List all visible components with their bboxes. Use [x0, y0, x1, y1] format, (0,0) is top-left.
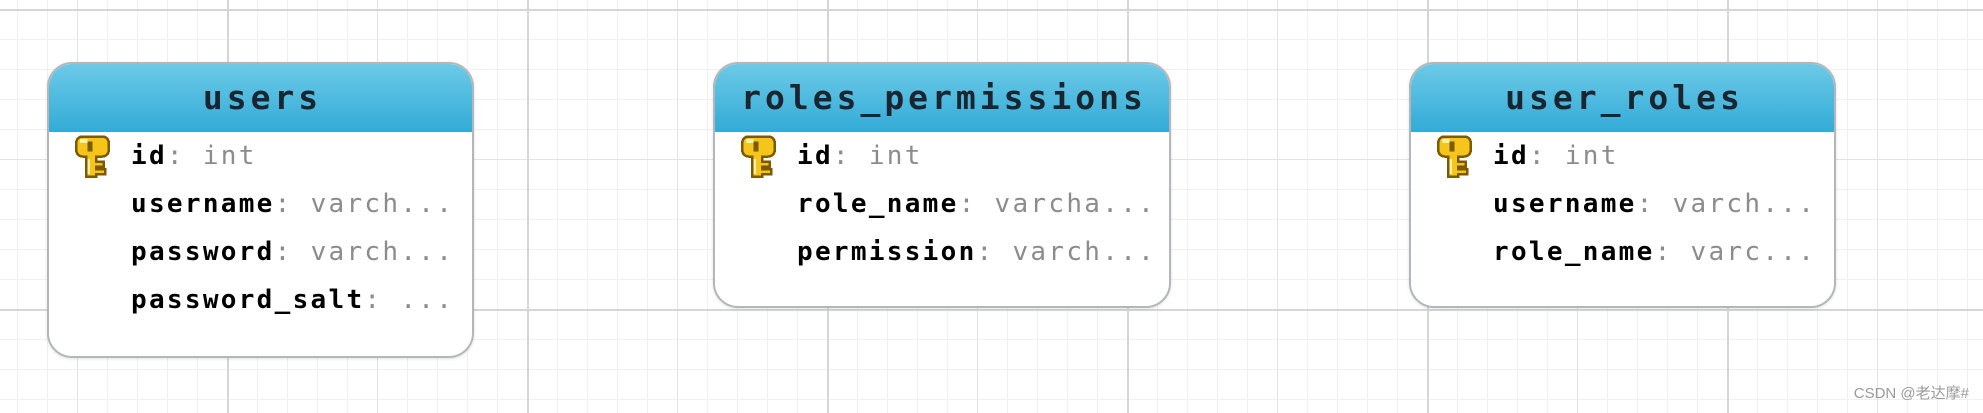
- field-type: varch...: [1672, 189, 1817, 219]
- table-title: roles_permissions: [741, 78, 1147, 117]
- field-row[interactable]: id: int: [715, 132, 1169, 180]
- field-type: int: [868, 141, 923, 171]
- table-header: user_roles: [1411, 64, 1834, 132]
- table-header: roles_permissions: [715, 64, 1169, 132]
- field-separator: :: [1528, 141, 1565, 171]
- field-type: int: [1564, 141, 1619, 171]
- field-list: id: int role_name: varcha... permission:…: [715, 132, 1169, 276]
- field-name: role_name: [797, 189, 959, 219]
- field-row[interactable]: password_salt: ...: [49, 276, 472, 324]
- table-users[interactable]: users id: int username: varch... passwor…: [47, 62, 474, 358]
- primary-key-icon: [1437, 135, 1472, 178]
- primary-key-icon: [75, 135, 110, 178]
- table-roles-permissions[interactable]: roles_permissions id: int role_name: var…: [713, 62, 1171, 308]
- field-row[interactable]: password: varch...: [49, 228, 472, 276]
- field-name: id: [797, 141, 833, 171]
- field-row[interactable]: role_name: varc...: [1411, 228, 1834, 276]
- field-type: varc...: [1690, 237, 1817, 267]
- field-separator: :: [274, 189, 311, 219]
- field-type: ...: [400, 285, 455, 315]
- field-list: id: int username: varch... password: var…: [49, 132, 472, 324]
- field-list: id: int username: varch... role_name: va…: [1411, 132, 1834, 276]
- field-name: permission: [797, 237, 977, 267]
- field-row[interactable]: username: varch...: [49, 180, 472, 228]
- primary-key-icon: [741, 135, 776, 178]
- field-separator: :: [274, 237, 311, 267]
- field-name: role_name: [1493, 237, 1655, 267]
- field-name: id: [1493, 141, 1529, 171]
- field-row[interactable]: id: int: [1411, 132, 1834, 180]
- field-separator: :: [958, 189, 995, 219]
- field-name: password_salt: [131, 285, 365, 315]
- field-type: varcha...: [994, 189, 1157, 219]
- field-separator: :: [832, 141, 869, 171]
- table-title: users: [202, 78, 323, 117]
- field-separator: :: [1636, 189, 1673, 219]
- field-row[interactable]: role_name: varcha...: [715, 180, 1169, 228]
- field-name: password: [131, 237, 275, 267]
- field-separator: :: [976, 237, 1013, 267]
- table-user-roles[interactable]: user_roles id: int username: varch... ro…: [1409, 62, 1836, 308]
- table-title: user_roles: [1505, 78, 1744, 117]
- field-row[interactable]: id: int: [49, 132, 472, 180]
- field-name: id: [131, 141, 167, 171]
- field-type: varch...: [310, 189, 455, 219]
- watermark: CSDN @老达摩#: [1853, 385, 1969, 402]
- table-header: users: [49, 64, 472, 132]
- field-type: varch...: [1012, 237, 1157, 267]
- field-separator: :: [1654, 237, 1691, 267]
- field-type: int: [202, 141, 257, 171]
- field-type: varch...: [310, 237, 455, 267]
- field-separator: :: [364, 285, 401, 315]
- field-name: username: [1493, 189, 1637, 219]
- field-name: username: [131, 189, 275, 219]
- field-row[interactable]: username: varch...: [1411, 180, 1834, 228]
- field-separator: :: [166, 141, 203, 171]
- field-row[interactable]: permission: varch...: [715, 228, 1169, 276]
